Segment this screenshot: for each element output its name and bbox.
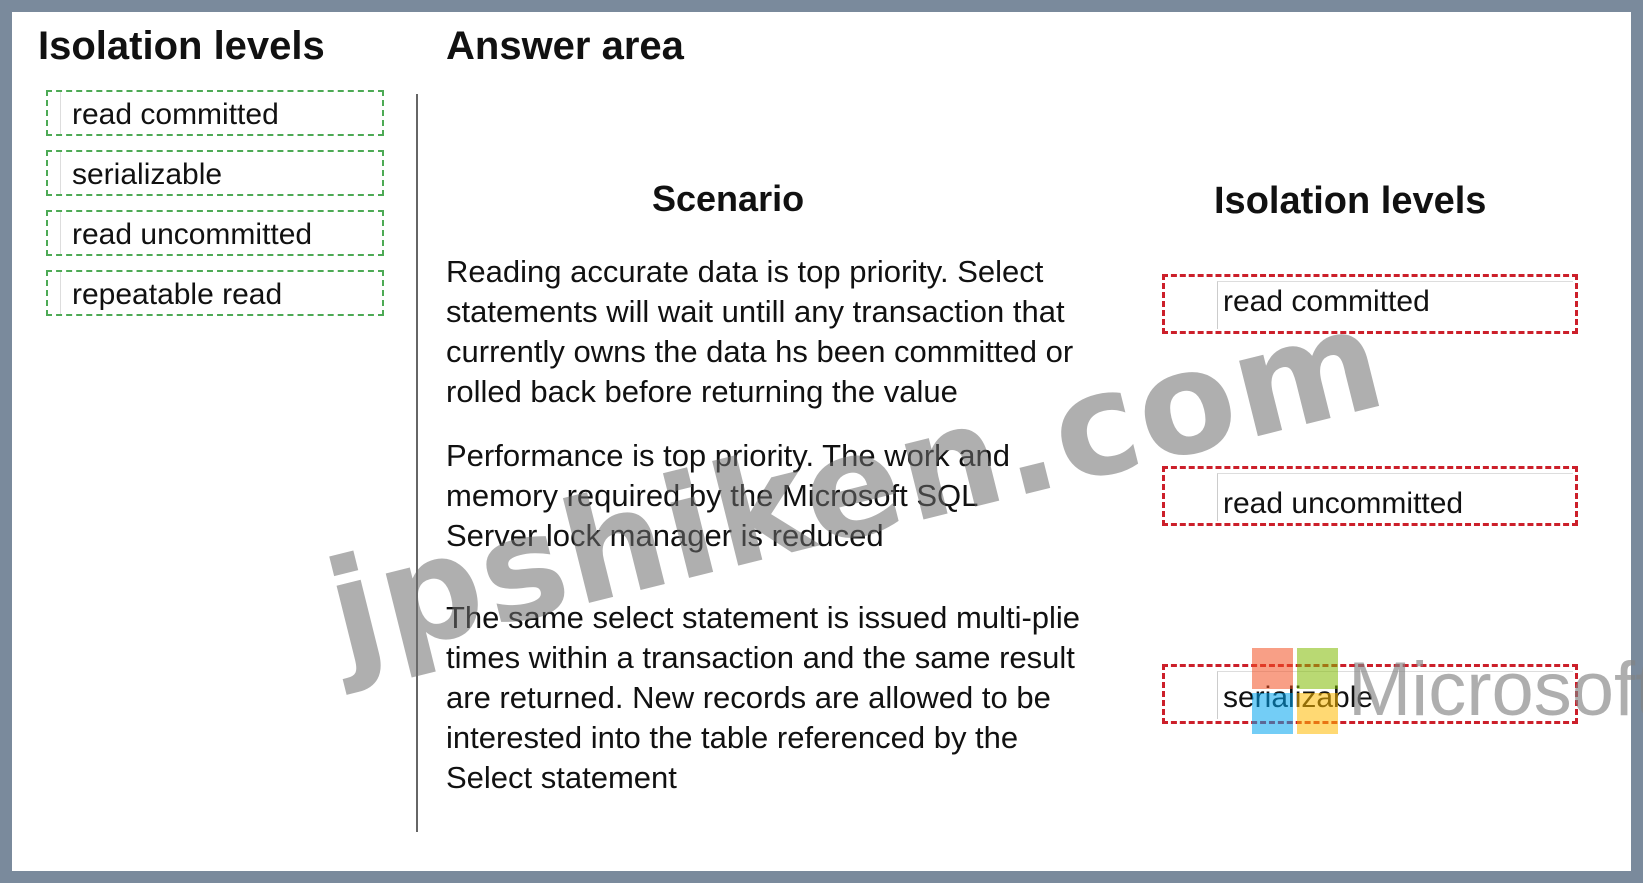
scenario-text-1: Reading accurate data is top priority. S… [446,254,1074,409]
scenario-header: Scenario [652,178,805,219]
scenario-text-3: The same select statement is issued mult… [446,600,1081,795]
source-item-label: read committed [72,98,279,131]
microsoft-logo-icon [1252,648,1338,734]
answer-slot-2[interactable]: read uncommitted [1162,466,1578,526]
levels-header: Isolation levels [1214,180,1487,222]
answer-slot-label: read committed [1223,285,1430,318]
column-divider [416,94,418,832]
source-item-read-uncommitted[interactable]: read uncommitted [46,210,384,256]
answer-area-title: Answer area [446,24,684,68]
source-item-label: repeatable read [72,278,283,311]
source-title: Isolation levels [38,24,325,68]
microsoft-logo-text: Microsoft [1348,647,1643,732]
source-item-label: serializable [72,158,223,191]
source-item-label: read uncommitted [72,218,313,251]
answer-slot-label: read uncommitted [1223,487,1464,520]
source-item-serializable[interactable]: serializable [46,150,384,196]
source-item-repeatable-read[interactable]: repeatable read [46,270,384,316]
exam-panel: Isolation levels read committed serializ… [12,12,1643,871]
source-item-read-committed[interactable]: read committed [46,90,384,136]
scenario-text-2: Performance is top priority. The work an… [446,438,1010,553]
answer-slot-1[interactable]: read committed [1162,274,1578,334]
